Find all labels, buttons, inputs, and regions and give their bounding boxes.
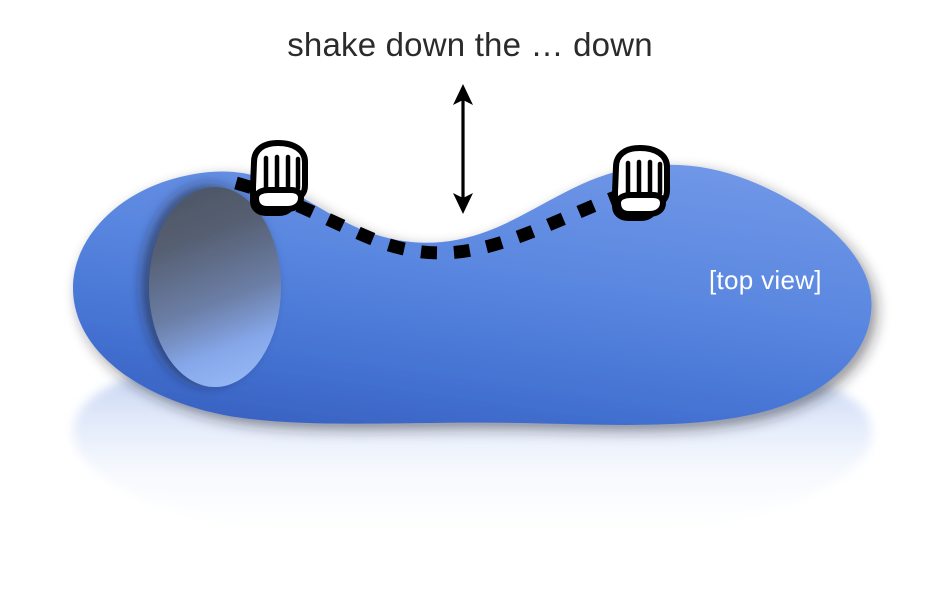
top-view-label: [top view] (709, 265, 822, 295)
slide-title: shake down the … down (287, 26, 653, 63)
amplitude-double-arrow (453, 84, 473, 214)
membrane-blob (73, 164, 872, 425)
fist-glyph (612, 145, 670, 221)
fist-icon-left[interactable] (244, 138, 318, 216)
end-cap-ellipse (149, 187, 281, 387)
fist-glyph (250, 140, 308, 216)
fist-icon-right[interactable] (606, 143, 680, 221)
wave-profile-dashed-curve (234, 176, 621, 260)
